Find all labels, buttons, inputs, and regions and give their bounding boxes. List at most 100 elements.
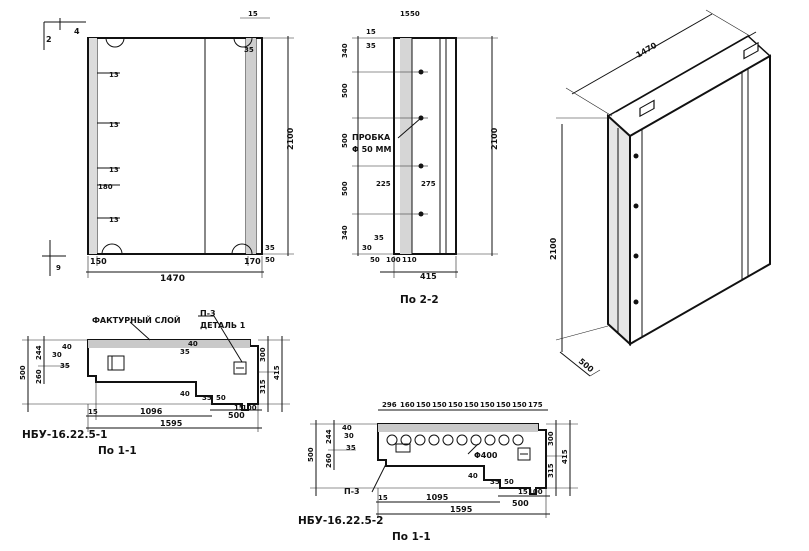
front-width-dim: 1470 — [160, 274, 185, 284]
top-mark: 15 — [366, 28, 376, 36]
small-dim: 40 — [468, 472, 478, 480]
left-dim: 260 — [35, 369, 43, 384]
front-elevation: 2 4 13 13 13 180 13 1 — [42, 10, 295, 284]
section22-height: 2100 — [490, 127, 499, 150]
section11a-detail-box — [233, 361, 247, 375]
top-mark: 35 — [244, 46, 254, 54]
corner-axis-marker: 2 4 — [43, 18, 86, 50]
edge-note: 180 — [98, 183, 113, 191]
section11a-outline — [87, 339, 259, 411]
top-dim: 150 — [416, 401, 431, 409]
plug-right-dim: 275 — [421, 180, 436, 188]
iso-plug-marks — [633, 153, 639, 305]
top-dim-chain: 296 160 150 150 150 150 150 150 150 175 — [382, 401, 543, 409]
right-dim: 415 — [273, 365, 281, 380]
top-dim: 160 — [400, 401, 415, 409]
right-edge-dim: 170 — [244, 257, 261, 266]
small-dim: 50 — [216, 394, 226, 402]
top-mark: 50 — [410, 10, 420, 18]
section11b-facing — [378, 424, 538, 432]
corner-mark-c: 9 — [56, 264, 61, 272]
bottom-mark: 50 — [265, 256, 275, 264]
small-dim: 35 — [490, 478, 500, 486]
bottom-dim: 100 — [386, 256, 401, 264]
front-left-band — [89, 38, 97, 254]
top-dim: 150 — [464, 401, 479, 409]
section11b-mark: НБУ-16.22.5-2 — [298, 515, 383, 527]
top-dim: 175 — [528, 401, 543, 409]
top-dim: 150 — [496, 401, 511, 409]
spacing-dim: 500 — [341, 83, 349, 98]
right-dim: 315 — [547, 463, 555, 478]
right-dim: 315 — [259, 379, 267, 394]
top-dim: 150 — [480, 401, 495, 409]
top-dim: 150 — [432, 401, 447, 409]
spacing-dim: 340 — [341, 43, 349, 58]
small-dim: 40 — [342, 424, 352, 432]
small-dim: 100 — [242, 404, 257, 412]
base-dim: 500 — [512, 499, 529, 508]
bottom-mark: 35 — [265, 244, 275, 252]
section-2-2: ПРОБКА Φ 50 ММ 225 275 340 500 500 500 3… — [341, 10, 499, 306]
small-dim: 40 — [180, 390, 190, 398]
left-dim: 260 — [325, 453, 333, 468]
base-dim: 500 — [228, 411, 245, 420]
iso-depth-dim: 500 — [577, 357, 596, 375]
end-dim: 15 — [378, 494, 388, 502]
section11a-title: По 1-1 — [98, 445, 137, 457]
left-dim: 244 — [35, 345, 43, 360]
bottom-mark: 50 — [370, 256, 380, 264]
inner-dim: 1095 — [426, 493, 449, 502]
iso-width-dim: 1470 — [635, 41, 659, 60]
plug-marks — [414, 69, 428, 217]
section11a-height: 500 — [19, 365, 27, 380]
hole-diameter: Φ400 — [474, 451, 498, 460]
section11b-insert — [395, 443, 411, 453]
iso-side-face — [607, 113, 631, 347]
section22-title: По 2-2 — [400, 294, 439, 306]
section11a-facing — [88, 340, 250, 348]
section22-facing — [400, 38, 412, 254]
right-dim: 300 — [259, 347, 267, 362]
facing-label: ФАКТУРНЫЙ СЛОЙ — [92, 314, 181, 325]
section-1-1-b: 296 160 150 150 150 150 150 150 150 175 — [298, 401, 578, 543]
corner-mark-a: 2 — [46, 35, 52, 44]
section11b-detail-box — [517, 447, 531, 461]
detail-label-b: ДЕТАЛЬ 1 — [200, 321, 246, 330]
small-dim: 100 — [528, 488, 543, 496]
lifting-loop-tl — [105, 37, 125, 48]
corner-mark-b: 4 — [74, 27, 80, 36]
detail-label-a: П-3 — [200, 309, 216, 318]
spacing-dim: 500 — [341, 181, 349, 196]
iso-height-dim: 2100 — [549, 237, 558, 260]
total-dim: 1595 — [450, 505, 473, 514]
section11b-title: По 1-1 — [392, 531, 431, 543]
lifting-loop-br — [231, 243, 253, 255]
hollow-cores — [386, 434, 524, 446]
small-dim: 15 — [234, 404, 244, 412]
bottom-mark: 30 — [362, 244, 372, 252]
section22-outline — [393, 37, 457, 255]
small-dim: 50 — [504, 478, 514, 486]
tie-label: 13 — [109, 121, 119, 129]
top-mark: 35 — [366, 42, 376, 50]
tie-marks: 13 13 13 180 13 — [97, 71, 120, 224]
small-dim: 35 — [346, 444, 356, 452]
spacing-dim: 340 — [341, 225, 349, 240]
front-panel-outline — [87, 37, 263, 255]
section-1-1-a: ФАКТУРНЫЙ СЛОЙ П-3 ДЕТАЛЬ 1 244 260 500 … — [19, 309, 290, 457]
inner-dim: 1096 — [140, 407, 163, 416]
total-dim: 1595 — [160, 419, 183, 428]
top-mark: 15 — [248, 10, 258, 18]
left-edge-dim: 150 — [90, 257, 107, 266]
front-height-dim: 2100 — [286, 127, 295, 150]
tie-label: 13 — [109, 216, 119, 224]
end-dim: 15 — [88, 408, 98, 416]
small-dim: 40 — [62, 343, 72, 351]
top-dim: 296 — [382, 401, 397, 409]
section11a-mark: НБУ-16.22.5-1 — [22, 429, 107, 441]
small-dim: 15 — [518, 488, 528, 496]
small-dim: 35 — [60, 362, 70, 370]
top-dim: 150 — [512, 401, 527, 409]
left-dim: 244 — [325, 429, 333, 444]
